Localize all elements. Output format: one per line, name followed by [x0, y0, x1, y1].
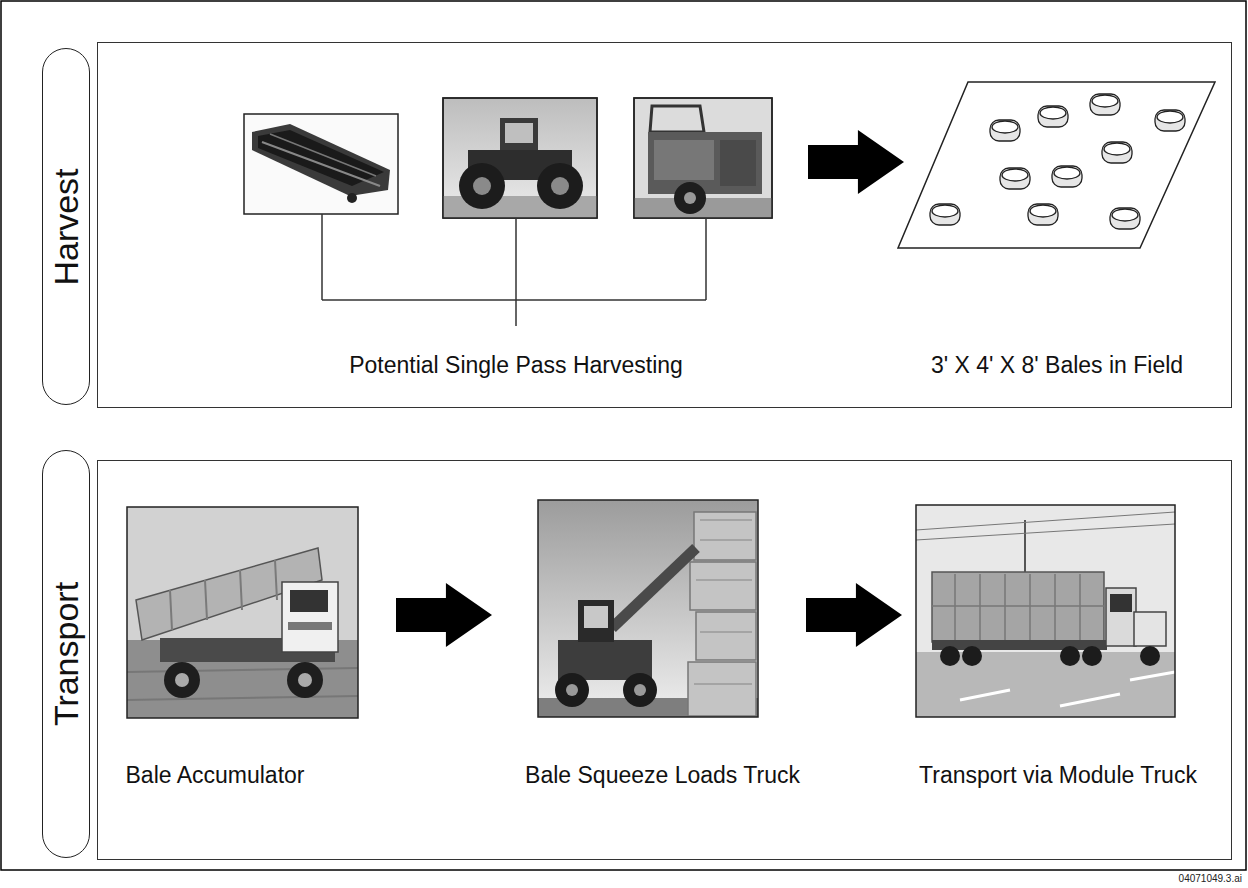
step-caption: Transport via Module Truck	[919, 762, 1197, 789]
step-caption: Bale Squeeze Loads Truck	[525, 762, 800, 789]
process-step: Potential Single Pass Harvesting	[230, 85, 808, 392]
accumulator-photo	[127, 507, 358, 718]
process-step: Bale Squeeze Loads Truck	[492, 492, 806, 802]
process-step: Transport via Module Truck	[902, 492, 1222, 802]
flow-arrow	[396, 583, 492, 647]
stage-tab: Transport	[42, 450, 90, 858]
flow-arrow	[806, 583, 902, 647]
truck-photo	[916, 505, 1175, 717]
flow-arrow	[808, 130, 904, 194]
squeeze-photo	[538, 500, 758, 717]
process-step: Bale Accumulator	[112, 492, 396, 802]
step-caption: Bale Accumulator	[126, 762, 305, 789]
step-caption: Potential Single Pass Harvesting	[349, 352, 683, 379]
process-step: 3' X 4' X 8' Bales in Field	[904, 72, 1225, 395]
stage-tab: Harvest	[42, 48, 90, 405]
step-caption: 3' X 4' X 8' Bales in Field	[931, 352, 1183, 379]
baler-photo	[634, 98, 772, 218]
field	[898, 82, 1215, 248]
tractor-photo	[443, 98, 597, 218]
stage-panel: HarvestPotential Single Pass Harvesting3…	[97, 42, 1232, 408]
file-id: 04071049.3.ai	[1179, 873, 1242, 885]
stage-label: Harvest	[47, 168, 85, 285]
bracket	[322, 214, 706, 326]
header-photo	[244, 114, 398, 214]
stage-label: Transport	[47, 582, 85, 726]
outer-frame	[1, 1, 1246, 870]
stage-panel: TransportBale AccumulatorBale Squeeze Lo…	[97, 460, 1232, 860]
